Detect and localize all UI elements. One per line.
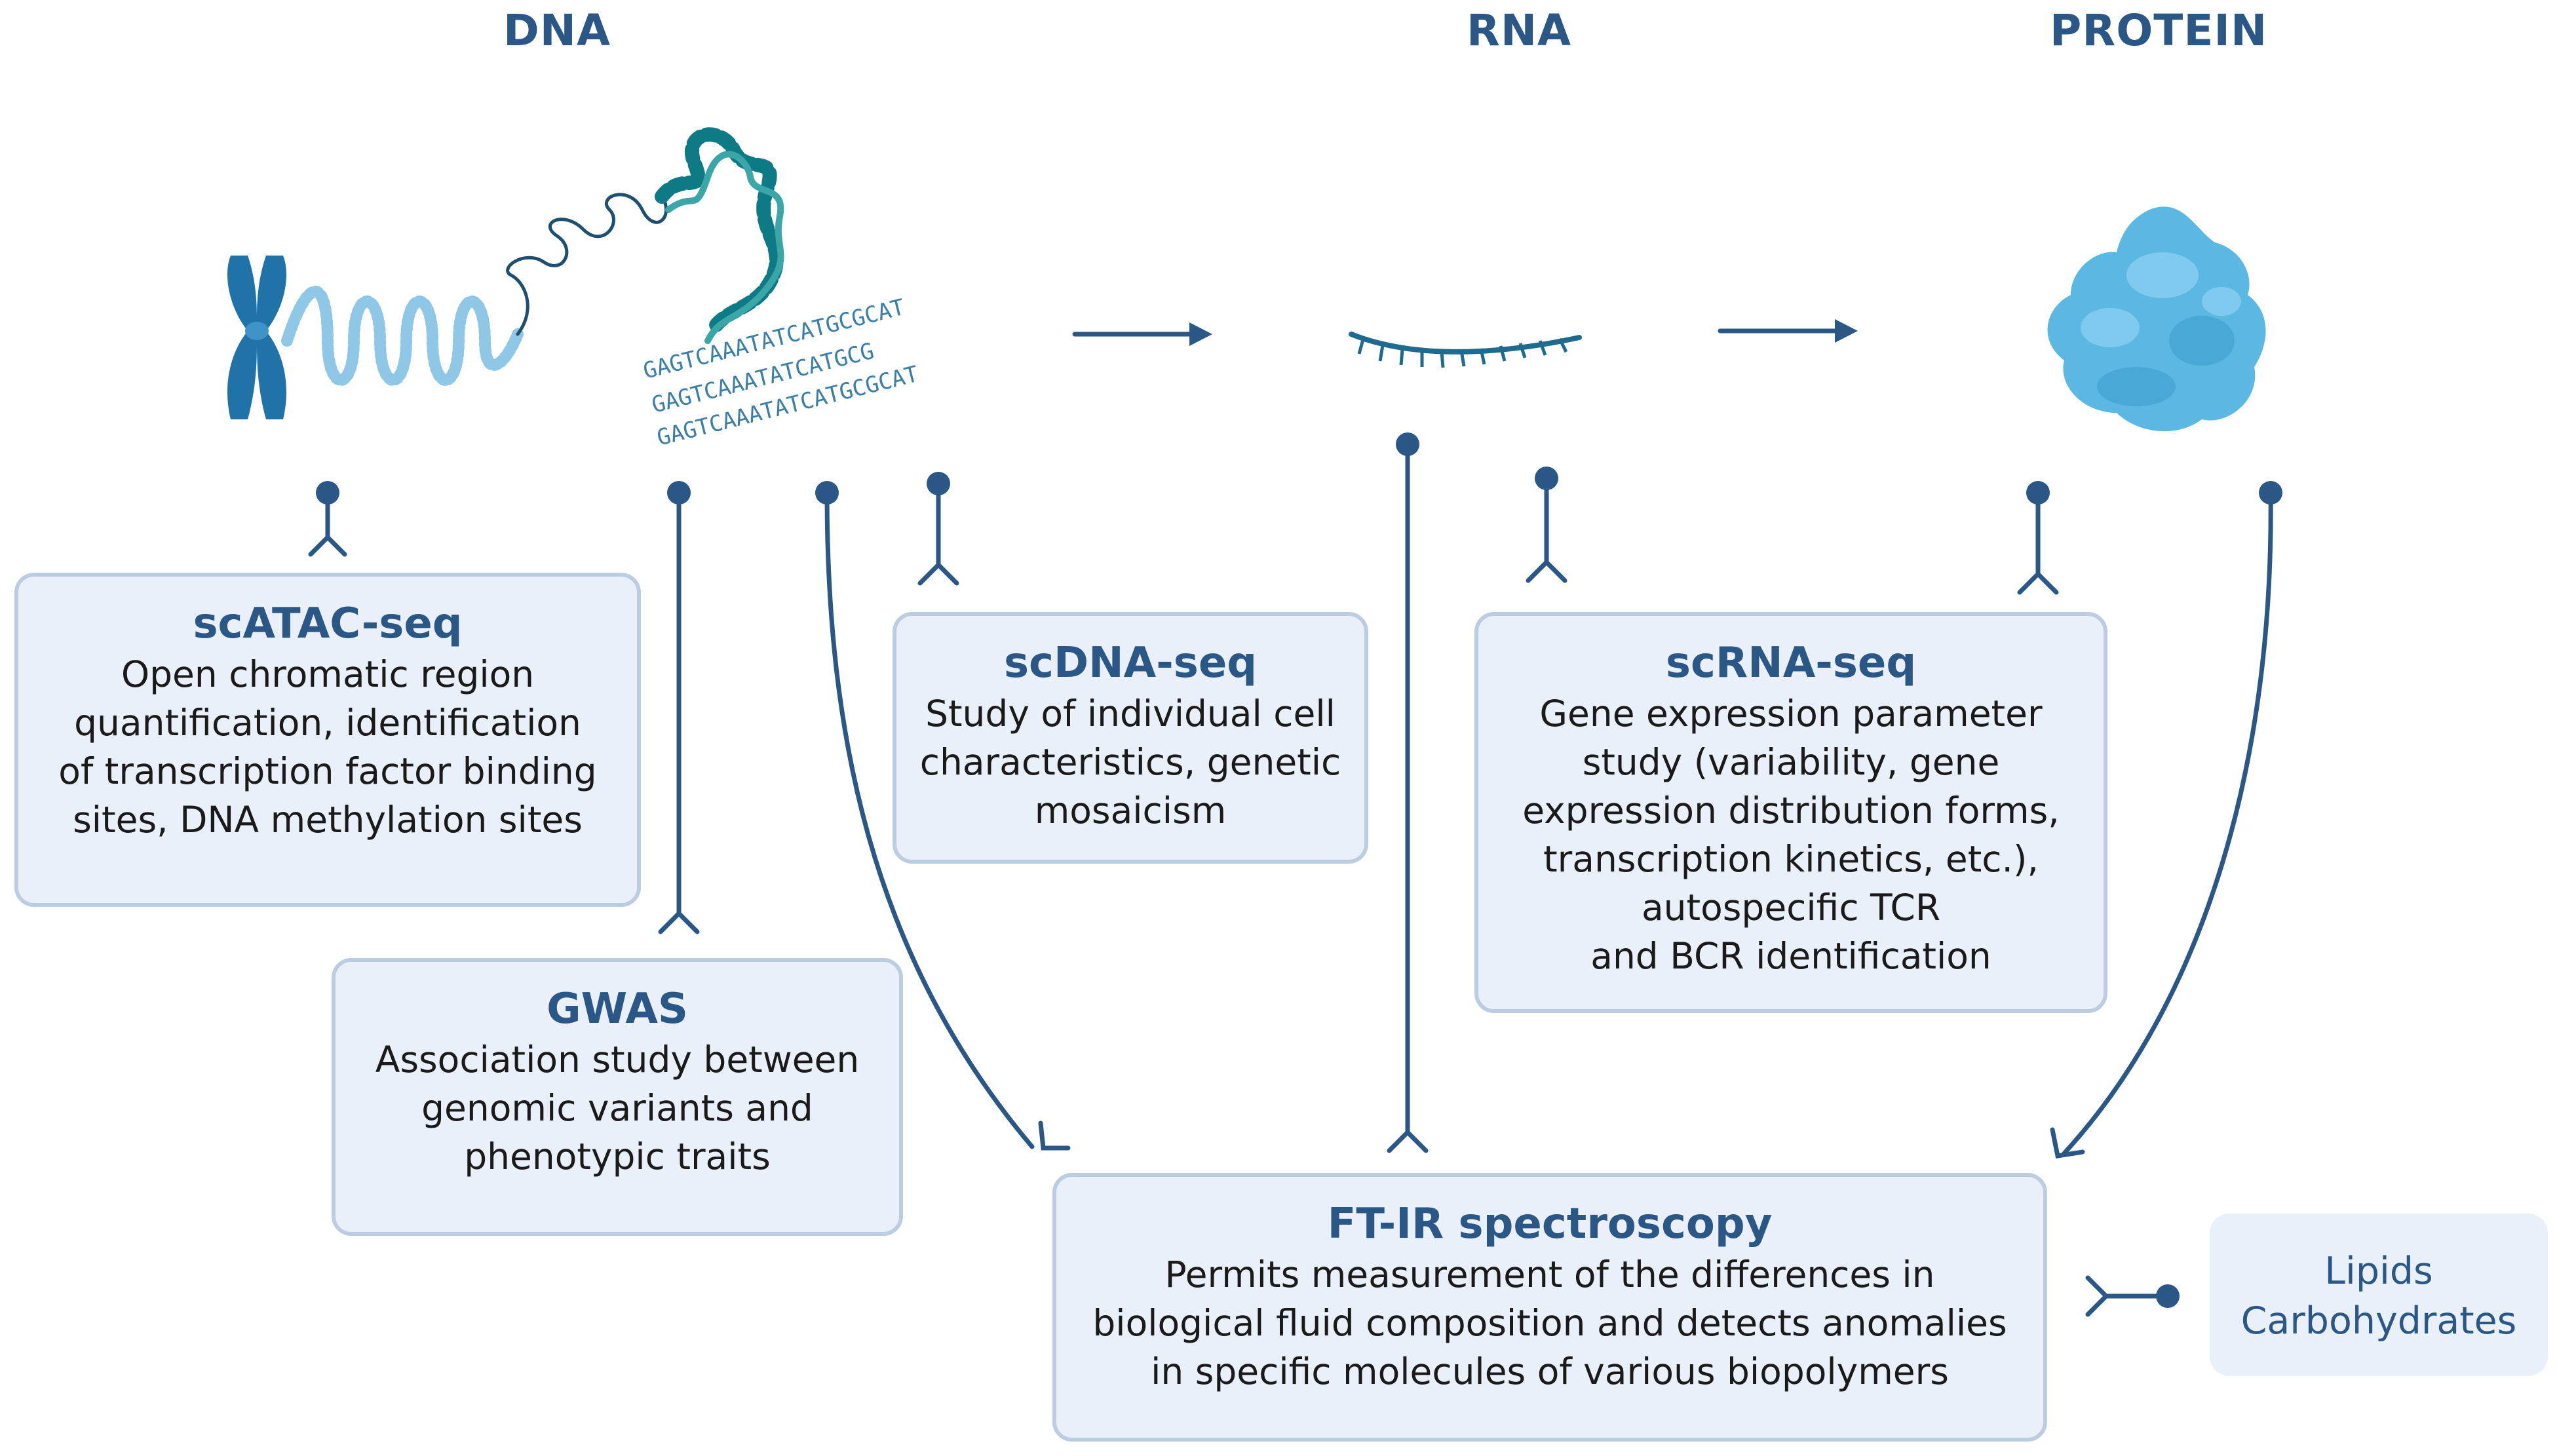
scdna-connector bbox=[917, 472, 959, 586]
scatac-connector bbox=[308, 481, 347, 557]
double-helix-icon bbox=[655, 127, 784, 344]
scatac-seq-box: scATAC-seq Open chromatic region quantif… bbox=[14, 573, 641, 907]
scatac-seq-title: scATAC-seq bbox=[193, 600, 463, 648]
dna-to-rna-arrow bbox=[1072, 322, 1212, 346]
rna-ftir-connector bbox=[1387, 432, 1429, 1153]
scdna-seq-title: scDNA-seq bbox=[1003, 639, 1258, 687]
scrna-seq-title: scRNA-seq bbox=[1665, 639, 1917, 687]
scatac-seq-description: Open chromatic region quantification, id… bbox=[58, 653, 597, 841]
gwas-title: GWAS bbox=[547, 985, 688, 1033]
scrna-connector bbox=[1526, 467, 1567, 583]
dna-header: DNA bbox=[503, 5, 611, 56]
chromatin-fiber bbox=[281, 286, 524, 386]
gwas-box: GWAS Association study between genomic v… bbox=[332, 958, 903, 1236]
ftir-spectroscopy-title: FT-IR spectroscopy bbox=[1327, 1200, 1773, 1248]
lipids-ftir-connector bbox=[2085, 1275, 2180, 1317]
rna-header: RNA bbox=[1467, 5, 1572, 56]
protein-scrna-connector bbox=[2017, 481, 2059, 595]
dna-sequence-text: GAGTCAAATATCATGCGCAT GAGTCAAATATCATGCG G… bbox=[641, 294, 921, 451]
scrna-seq-box: scRNA-seq Gene expression parameter stud… bbox=[1474, 612, 2107, 1013]
carbohydrates-label: Carbohydrates bbox=[2240, 1299, 2517, 1343]
rna-strand-icon bbox=[1349, 332, 1582, 368]
scdna-seq-description: Study of individual cell characteristics… bbox=[919, 693, 1341, 832]
dna-ftir-connector bbox=[815, 481, 1071, 1151]
scdna-seq-box: scDNA-seq Study of individual cell chara… bbox=[893, 612, 1368, 864]
protein-ftir-connector bbox=[2050, 481, 2282, 1159]
lipids-carbohydrates-box: Lipids Carbohydrates bbox=[2210, 1214, 2548, 1376]
protein-header: PROTEIN bbox=[2050, 5, 2268, 56]
protein-icon bbox=[2047, 206, 2266, 432]
dna-strand bbox=[506, 193, 668, 336]
ftir-spectroscopy-description: Permits measurement of the differences i… bbox=[1092, 1254, 2007, 1392]
scrna-seq-description: Gene expression parameter study (variabi… bbox=[1522, 693, 2060, 977]
rna-to-protein-arrow bbox=[1718, 319, 1858, 343]
ftir-spectroscopy-box: FT-IR spectroscopy Permits measurement o… bbox=[1052, 1173, 2047, 1442]
lipids-label: Lipids bbox=[2324, 1250, 2433, 1293]
gwas-description: Association study between genomic varian… bbox=[375, 1039, 860, 1178]
chromosome-icon bbox=[227, 256, 286, 419]
gwas-connector bbox=[658, 481, 700, 934]
